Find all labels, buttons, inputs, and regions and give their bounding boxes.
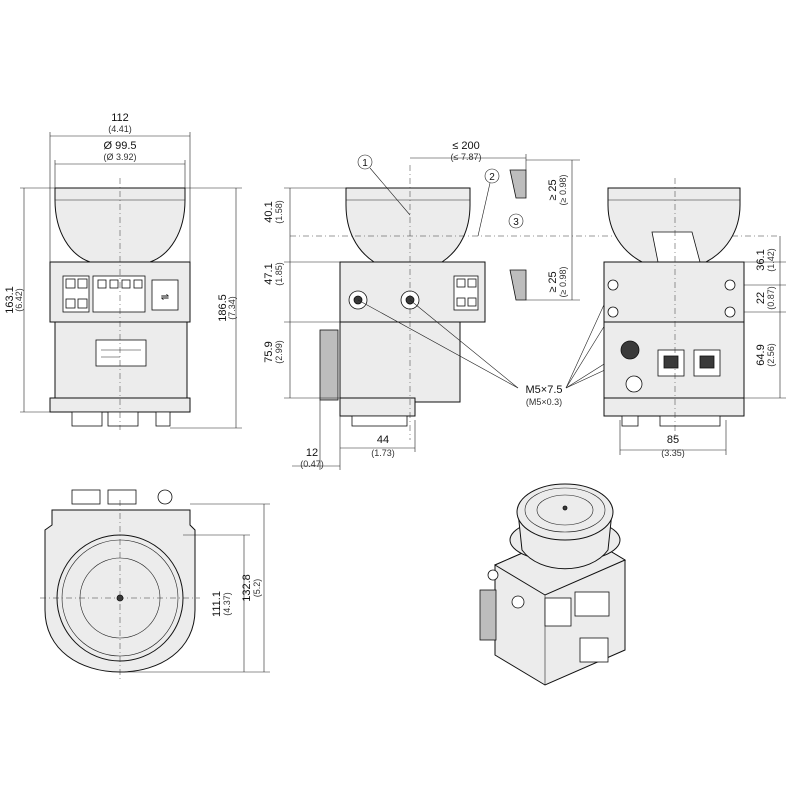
front-view: ⇌ 112 (4.41) Ø 99.5 (Ø 3.92) 163.1 (6.42… <box>4 112 242 430</box>
rear-height-b: 22 <box>755 292 767 304</box>
rotary-switch <box>625 375 643 393</box>
top-height-a: 111.1 <box>211 591 223 617</box>
usb-cover <box>151 279 179 311</box>
iso-label <box>579 637 609 663</box>
thread-spec: M5×7.5 <box>526 384 563 396</box>
rear-mount-hole-2 <box>607 306 619 318</box>
depth: 44 <box>377 434 389 446</box>
distance: ≤ 200 <box>452 140 479 152</box>
clearance-top: ≥ 25 <box>547 179 559 200</box>
top-height-b-inch: (5.2) <box>252 579 262 598</box>
rear-height-c-inch: (2.56) <box>766 343 776 367</box>
top-height-a-inch: (4.37) <box>222 592 232 616</box>
height-left: 163.1 <box>4 286 16 314</box>
height-right-inch: (7.34) <box>227 296 237 320</box>
rear-upper-housing <box>603 261 745 323</box>
iso-keypad <box>544 597 572 627</box>
marker-1 <box>357 154 373 170</box>
window-diameter: Ø 99.5 <box>103 140 136 152</box>
marker-3 <box>508 213 524 229</box>
rear-mount-hole-3 <box>724 279 736 291</box>
width-overall: 112 <box>111 112 129 124</box>
clearance-bottom: ≥ 25 <box>547 271 559 292</box>
clearance-top-inch: (≥ 0.98) <box>558 175 568 206</box>
window-diameter-inch: (Ø 3.92) <box>103 152 136 162</box>
mounting-bracket <box>319 329 339 401</box>
isometric-view <box>479 483 627 686</box>
offset: 12 <box>306 447 318 459</box>
height-left-inch: (6.42) <box>14 288 24 312</box>
top-height-b: 132.8 <box>241 574 253 602</box>
height-window: 40.1 <box>263 201 275 222</box>
svg-text:1: 1 <box>362 158 368 169</box>
height-upper-inch: (1.85) <box>274 262 284 286</box>
side-lower-housing <box>339 321 461 403</box>
target-plate-top <box>509 169 527 199</box>
usb-icon: ⇌ <box>161 292 169 303</box>
height-lower-inch: (2.99) <box>274 340 284 364</box>
optics-cover <box>54 187 186 263</box>
height-lower: 75.9 <box>263 341 275 362</box>
svg-text:2: 2 <box>489 172 495 183</box>
clearance-bottom-inch: (≥ 0.98) <box>558 267 568 298</box>
depth-inch: (1.73) <box>371 448 395 458</box>
height-upper: 47.1 <box>263 263 275 284</box>
width-overall-inch: (4.41) <box>108 124 132 134</box>
rear-view: 36.1 (1.42) 22 (0.87) 64.9 (2.56) 85 (3.… <box>603 178 786 458</box>
height-window-inch: (1.58) <box>274 200 284 224</box>
target-plate-bottom <box>509 269 527 301</box>
distance-inch: (≤ 7.87) <box>451 152 482 162</box>
rear-width: 85 <box>667 434 679 446</box>
rear-height-a: 36.1 <box>755 249 767 270</box>
rear-width-inch: (3.35) <box>661 448 685 458</box>
rear-height-b-inch: (0.87) <box>766 286 776 310</box>
rear-mount-hole-1 <box>607 279 619 291</box>
side-view: 1 2 3 ≤ 200 (≤ 7.87) ≥ 25 (≥ 0.98) ≥ 25 … <box>263 140 780 470</box>
marker-2 <box>484 168 500 184</box>
thread-spec-inch: (M5×0.3) <box>526 397 562 407</box>
rear-height-c: 64.9 <box>755 344 767 365</box>
iso-bracket <box>479 589 497 641</box>
ground-screw <box>620 340 640 360</box>
svg-text:3: 3 <box>513 217 519 228</box>
offset-inch: (0.47) <box>300 459 324 469</box>
rear-height-a-inch: (1.42) <box>766 248 776 272</box>
iso-display <box>574 591 610 617</box>
side-optics-cover <box>345 187 471 263</box>
height-right: 186.5 <box>217 294 229 322</box>
rear-mount-hole-4 <box>724 306 736 318</box>
product-label <box>95 339 147 367</box>
iso-cover-top <box>516 483 614 541</box>
top-view: 111.1 (4.37) 132.8 (5.2) <box>40 489 270 680</box>
